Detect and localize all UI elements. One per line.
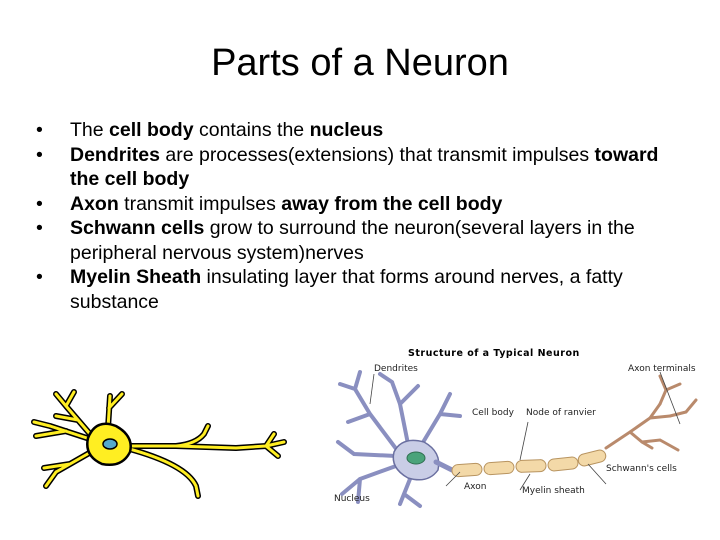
neuron-drawing [336,370,698,508]
label-node-of-ranvier: Node of ranvier [526,408,596,418]
label-schwann-cells: Schwann's cells [606,464,677,474]
bullet-cell-body: The cell body contains the nucleus [34,118,684,143]
bullet-dendrites: Dendrites are processes(extensions) that… [34,143,684,192]
diagram-title: Structure of a Typical Neuron [408,348,580,359]
dendrites-shape [336,370,462,508]
nucleus-shape [102,438,118,450]
axon-terminals-shape [604,374,698,452]
bullet-list: The cell body contains the nucleus Dendr… [34,118,684,314]
label-axon: Axon [464,482,487,492]
myelin-sheath-segments [451,449,607,478]
label-axon-terminals: Axon terminals [628,364,696,374]
bullet-axon: Axon transmit impulses away from the cel… [34,192,684,217]
simple-neuron-illustration [31,389,287,499]
nucleus-shape [406,451,426,465]
label-dendrites: Dendrites [374,364,418,374]
label-cell-body: Cell body [472,408,514,418]
slide-title: Parts of a Neuron [211,42,509,84]
label-nucleus: Nucleus [334,494,370,504]
bullet-myelin-sheath: Myelin Sheath insulating layer that form… [34,265,684,314]
label-myelin-sheath: Myelin sheath [522,486,585,496]
bullet-schwann-cells: Schwann cells grow to surround the neuro… [34,216,684,265]
neuron-structure-diagram: Structure of a Typical Neuron [330,344,715,510]
